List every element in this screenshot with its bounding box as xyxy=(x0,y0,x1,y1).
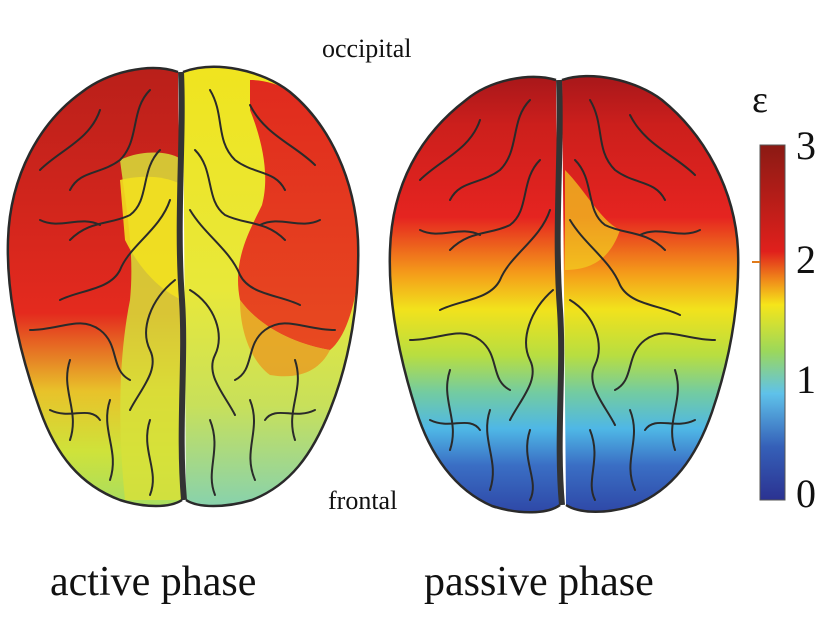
active-brain xyxy=(6,65,360,508)
passive-right-hemisphere xyxy=(562,76,739,512)
active-right-hemisphere xyxy=(183,66,359,506)
active-sulci xyxy=(29,89,336,496)
colorbar-tick-1: 1 xyxy=(796,357,816,402)
top-label: occipital xyxy=(322,34,412,63)
passive-phase-caption: passive phase xyxy=(424,559,654,605)
passive-sulci xyxy=(409,99,716,501)
bottom-label: frontal xyxy=(328,486,398,515)
colorbar-gradient xyxy=(759,144,786,501)
colorbar-symbol: ε xyxy=(752,79,768,121)
colorbar-tick-2: 2 xyxy=(796,237,816,282)
passive-brain xyxy=(388,74,740,514)
active-phase-caption: active phase xyxy=(50,559,257,605)
colorbar xyxy=(752,144,786,501)
colorbar-tick-0: 0 xyxy=(796,471,816,516)
colorbar-tick-3: 3 xyxy=(796,123,816,168)
